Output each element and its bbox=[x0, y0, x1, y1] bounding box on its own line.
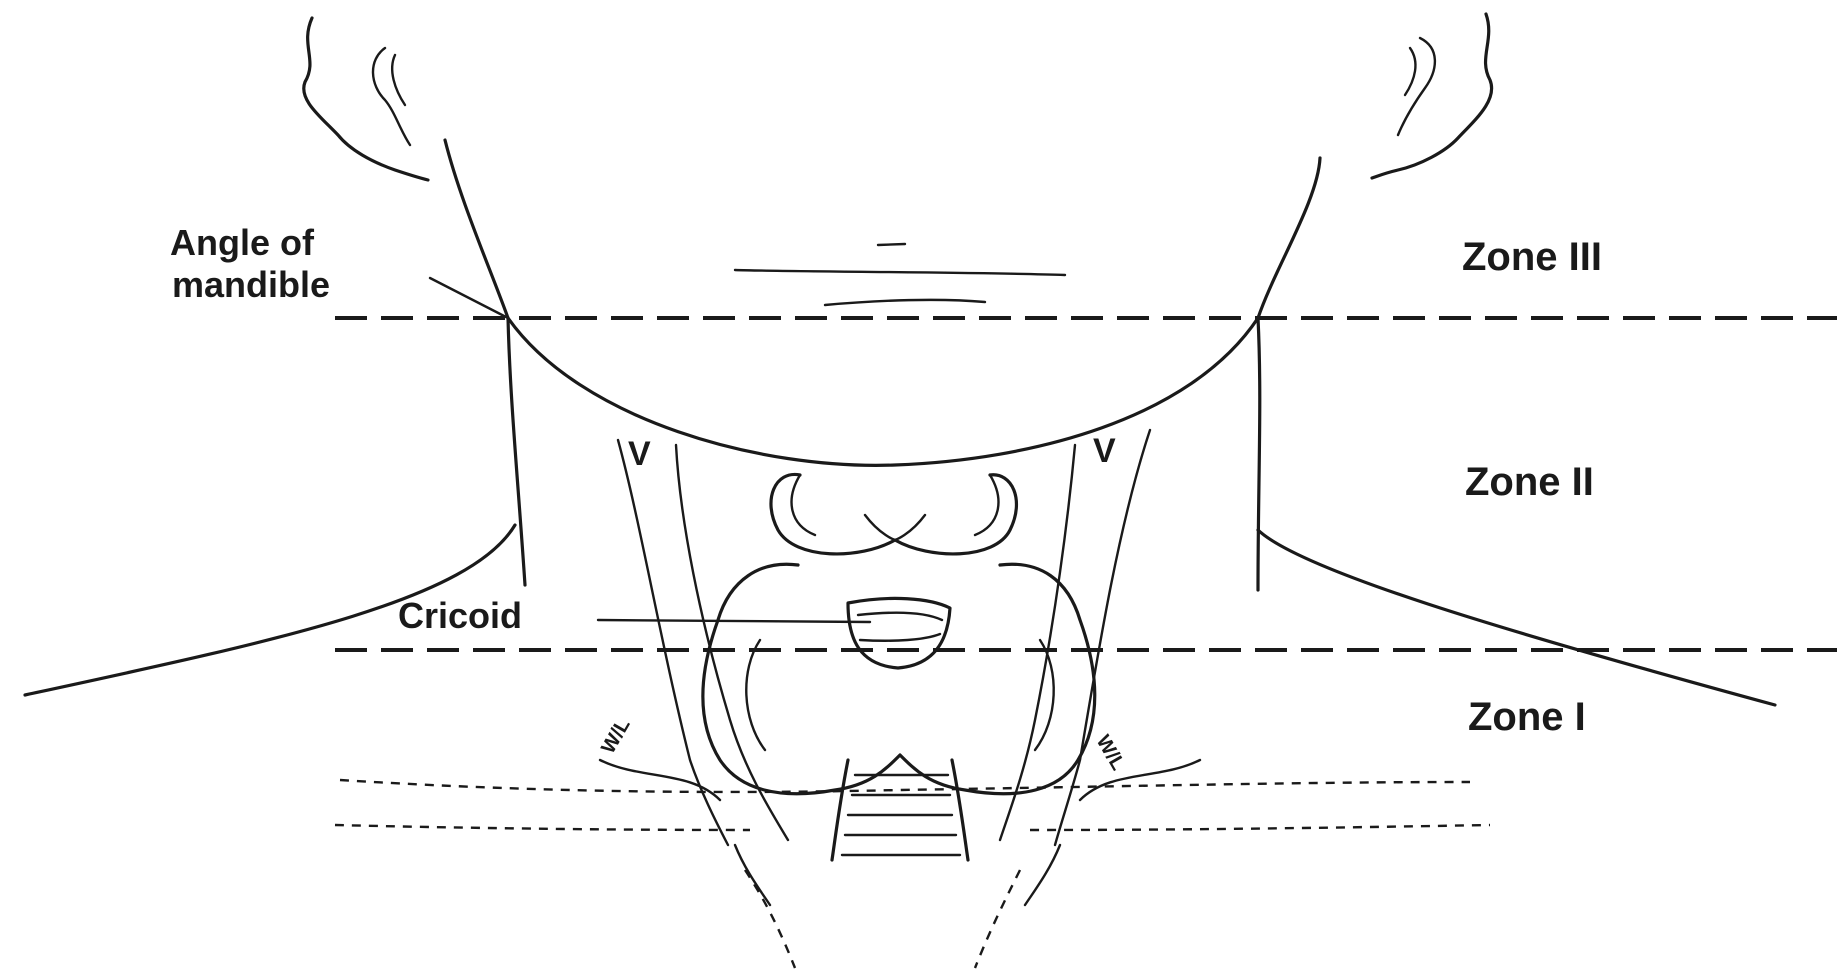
trachea bbox=[832, 760, 968, 860]
angle-of-mandible-label-line2: mandible bbox=[172, 264, 330, 305]
jaw-outline bbox=[445, 140, 1320, 465]
right-ear bbox=[1372, 14, 1492, 178]
mouth-lines bbox=[735, 244, 1065, 305]
marker-right: W/L bbox=[1092, 732, 1129, 775]
cricoid-leader bbox=[598, 620, 870, 622]
clavicles bbox=[335, 780, 1490, 968]
vessels bbox=[618, 430, 1150, 845]
thyroid-cartilage bbox=[771, 474, 1016, 553]
cricoid-label: Cricoid bbox=[398, 595, 522, 636]
cricoid-cartilage bbox=[848, 598, 950, 668]
marker-left: W/L bbox=[597, 715, 634, 758]
v-label-right: V bbox=[1093, 432, 1116, 470]
left-ear bbox=[304, 18, 428, 180]
zone-i-label: Zone I bbox=[1468, 695, 1586, 739]
zone-iii-label: Zone III bbox=[1462, 235, 1602, 279]
clavicle-markers bbox=[600, 760, 1200, 905]
angle-of-mandible-label-line1: Angle of bbox=[170, 222, 315, 263]
neck-sides bbox=[25, 318, 1775, 705]
zone-ii-label: Zone II bbox=[1465, 460, 1594, 504]
v-label-left: V bbox=[628, 435, 651, 473]
